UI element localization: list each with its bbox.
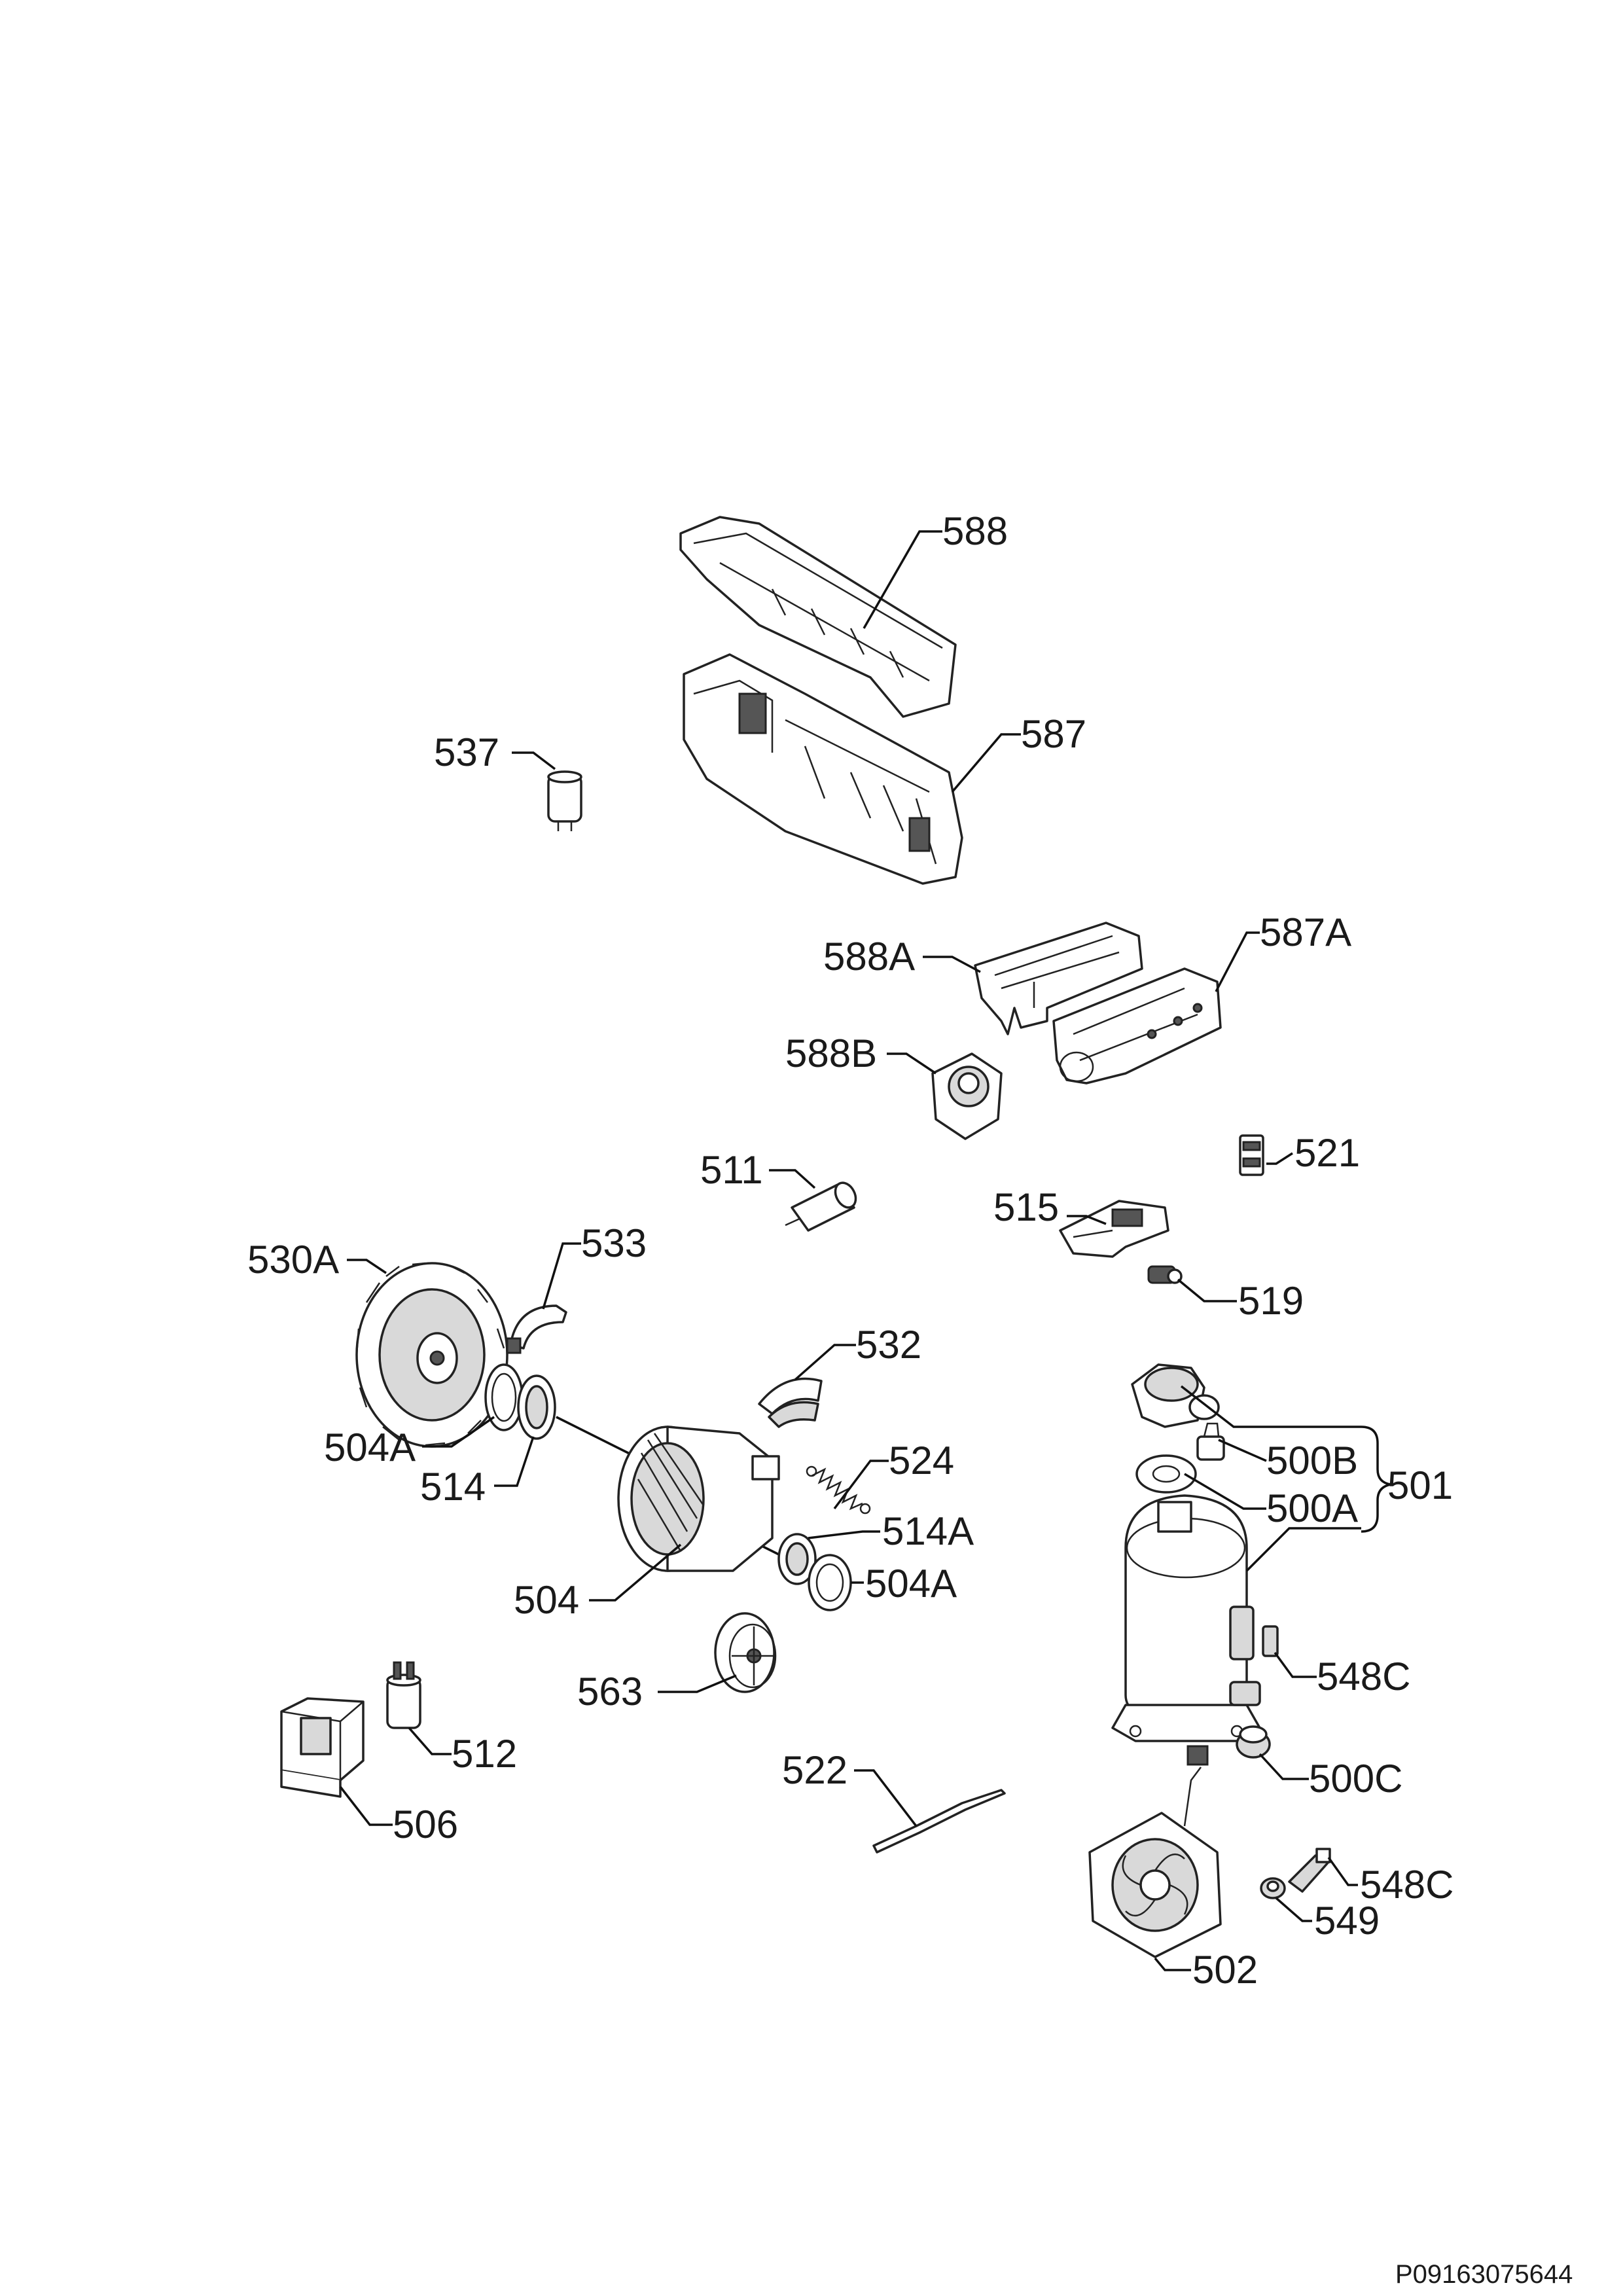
leader-533: [542, 1242, 581, 1310]
label-588: 588: [942, 509, 1008, 553]
label-512: 512: [452, 1732, 517, 1776]
label-504: 504: [514, 1578, 579, 1622]
leader-530a: [347, 1259, 387, 1274]
label-500b: 500B: [1266, 1439, 1358, 1482]
label-587: 587: [1021, 712, 1086, 756]
label-524: 524: [889, 1439, 954, 1482]
bracket-501: [1361, 1426, 1391, 1533]
label-588b: 588B: [785, 1031, 877, 1075]
label-501: 501: [1387, 1463, 1453, 1507]
leader-537: [512, 751, 556, 770]
leader-524: [833, 1460, 889, 1510]
label-500a: 500A: [1266, 1486, 1358, 1530]
part-522-strip[interactable]: [872, 1789, 1006, 1854]
label-514: 514: [420, 1465, 486, 1509]
leader-588b: [887, 1052, 936, 1075]
label-563: 563: [577, 1670, 643, 1713]
leader-588: [863, 530, 942, 629]
part-533-clamp[interactable]: [506, 1304, 567, 1354]
label-519: 519: [1238, 1279, 1304, 1323]
part-588a-bracket[interactable]: [974, 922, 1143, 1035]
leader-504a-1: [422, 1416, 495, 1448]
label-504a-2: 504A: [865, 1562, 957, 1605]
label-548c-1: 548C: [1317, 1655, 1410, 1698]
leader-500a: [1184, 1473, 1361, 1572]
leader-522: [854, 1769, 918, 1827]
leader-502: [1154, 1957, 1191, 1971]
part-500b-valve[interactable]: [1131, 1363, 1220, 1428]
leader-504: [589, 1543, 682, 1602]
part-506-filter[interactable]: [280, 1697, 365, 1798]
leader-514a: [808, 1530, 880, 1539]
label-502: 502: [1192, 1948, 1258, 1992]
label-500c: 500C: [1309, 1757, 1402, 1801]
part-519-thermistor[interactable]: [1147, 1265, 1183, 1284]
part-549-nut[interactable]: [1260, 1877, 1286, 1899]
part-502-fan[interactable]: [1088, 1745, 1222, 1958]
part-500c-grommet[interactable]: [1236, 1725, 1271, 1759]
leader-587a: [1215, 931, 1260, 992]
part-514a-seal[interactable]: [777, 1533, 817, 1585]
label-532: 532: [856, 1323, 921, 1367]
part-504a-bearing-right[interactable]: [808, 1554, 852, 1611]
leader-588a: [923, 956, 981, 973]
part-515-sensor[interactable]: [1059, 1200, 1169, 1258]
leader-511: [769, 1169, 816, 1189]
part-500b-cap[interactable]: [1196, 1422, 1225, 1461]
leader-548c-2: [1327, 1856, 1358, 1886]
leader-500c: [1258, 1753, 1309, 1780]
part-537-capacitor[interactable]: [547, 770, 582, 831]
part-532-bracket[interactable]: [758, 1377, 823, 1428]
part-588b-selector[interactable]: [931, 1052, 1003, 1140]
part-548c-valve-lower[interactable]: [1288, 1848, 1331, 1893]
leader-500b: [1180, 1385, 1361, 1462]
label-511: 511: [700, 1148, 763, 1192]
part-500a-gasket[interactable]: [1135, 1454, 1197, 1494]
leader-549: [1275, 1897, 1312, 1922]
leader-548c-1: [1274, 1651, 1317, 1678]
label-504a-1: 504A: [324, 1426, 416, 1469]
label-587a: 587A: [1260, 910, 1351, 954]
leader-514: [494, 1436, 535, 1487]
label-588a: 588A: [823, 935, 915, 978]
leader-515: [1067, 1215, 1107, 1225]
part-compressor[interactable]: [1111, 1494, 1261, 1742]
part-530a-fan-wheel[interactable]: [355, 1262, 508, 1448]
leader-512: [408, 1727, 452, 1755]
label-522: 522: [782, 1748, 847, 1792]
label-506: 506: [393, 1803, 458, 1846]
part-524-spring[interactable]: [806, 1465, 871, 1515]
part-587-control-board[interactable]: [683, 653, 963, 885]
leader-506: [339, 1785, 393, 1826]
label-521: 521: [1294, 1131, 1360, 1175]
document-code: P09163075644: [1395, 2260, 1573, 2289]
leader-532: [794, 1344, 856, 1381]
label-548c-2: 548C: [1360, 1863, 1454, 1907]
part-511-capacitor[interactable]: [785, 1179, 860, 1232]
leader-587: [951, 733, 1021, 793]
label-537: 537: [434, 730, 499, 774]
part-514-seal[interactable]: [517, 1374, 556, 1440]
leader-563: [658, 1674, 737, 1693]
part-587a-display-board[interactable]: [1052, 967, 1222, 1085]
label-533: 533: [581, 1221, 647, 1265]
label-549: 549: [1314, 1899, 1380, 1943]
part-563-pulley[interactable]: [714, 1612, 777, 1693]
label-514a: 514A: [882, 1509, 974, 1553]
label-530a: 530A: [247, 1238, 339, 1282]
part-588-cover[interactable]: [679, 516, 957, 718]
part-512-capacitor[interactable]: [386, 1661, 421, 1729]
part-521-switch[interactable]: [1239, 1134, 1264, 1176]
leader-519: [1177, 1278, 1237, 1302]
label-515: 515: [993, 1185, 1059, 1229]
part-548c-valve-upper[interactable]: [1262, 1625, 1279, 1657]
leader-521: [1266, 1152, 1293, 1165]
part-504-motor[interactable]: [556, 1416, 786, 1572]
